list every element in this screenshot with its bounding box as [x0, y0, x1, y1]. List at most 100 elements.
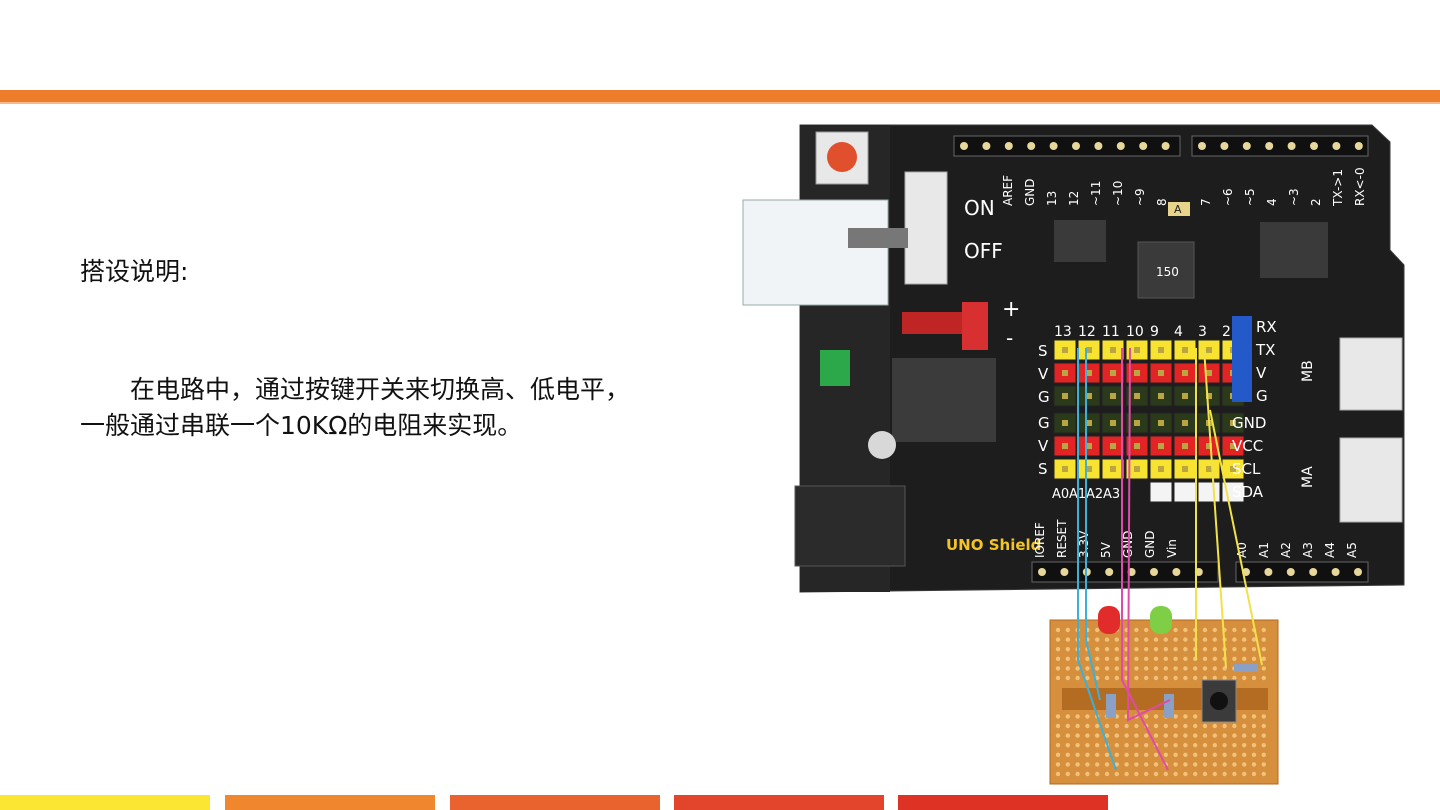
uart-label: G	[1256, 387, 1268, 405]
sensor-pin	[1158, 393, 1164, 399]
perf-hole	[1242, 743, 1247, 748]
perf-hole	[1242, 733, 1247, 738]
header-pin	[960, 142, 968, 150]
perf-hole	[1144, 743, 1149, 748]
bottom-pin-label: 3.3V	[1077, 530, 1091, 558]
perf-hole	[1261, 714, 1266, 719]
perf-hole	[1134, 752, 1139, 757]
analog-header	[1235, 561, 1369, 583]
perf-hole	[1212, 656, 1217, 661]
top-pin-label: 4	[1265, 198, 1279, 206]
perf-hole	[1183, 733, 1188, 738]
perf-hole	[1104, 656, 1110, 661]
perf-hole	[1065, 733, 1070, 738]
perf-hole	[1055, 714, 1061, 719]
footer-segment-3	[450, 795, 660, 810]
perf-hole	[1104, 675, 1110, 681]
perf-hole	[1261, 723, 1266, 729]
perf-hole	[1261, 771, 1266, 777]
perf-hole	[1251, 771, 1257, 777]
perf-hole	[1075, 762, 1080, 767]
perf-hole	[1212, 723, 1217, 729]
header-pin	[1198, 142, 1206, 150]
footer-segment-5	[898, 795, 1108, 810]
perf-hole	[1222, 743, 1227, 748]
resistor-2	[1164, 694, 1174, 718]
perf-hole	[1202, 656, 1208, 661]
power-switch-lever	[848, 228, 908, 248]
perf-hole	[1085, 656, 1090, 661]
i2c-label: GND	[1232, 414, 1266, 432]
perf-hole	[1242, 647, 1247, 652]
sensor-pin	[1086, 466, 1092, 472]
perf-hole	[1232, 627, 1237, 633]
perf-hole	[1095, 743, 1100, 748]
perf-hole	[1075, 771, 1080, 777]
perf-hole	[1114, 762, 1119, 767]
top-pin-label: ~11	[1089, 181, 1103, 206]
perf-hole	[1075, 743, 1080, 748]
sensor-pin	[1182, 393, 1188, 399]
perf-hole	[1222, 675, 1227, 681]
sensor-pin	[1110, 370, 1116, 376]
digital-header-label: 9	[1150, 324, 1159, 340]
perf-hole	[1242, 752, 1247, 757]
perf-hole	[1202, 637, 1208, 642]
perf-hole	[1242, 714, 1247, 719]
perf-hole	[1085, 752, 1090, 757]
regulator-block	[892, 358, 996, 442]
perf-hole	[1173, 656, 1178, 661]
perf-hole	[1065, 647, 1070, 652]
perf-hole	[1085, 675, 1090, 681]
wire-yellow-3	[1209, 409, 1263, 666]
uart-label: TX	[1255, 341, 1275, 359]
perf-hole	[1222, 733, 1227, 738]
perf-hole	[1065, 723, 1070, 729]
perf-hole	[1085, 714, 1090, 719]
perf-hole	[1183, 723, 1188, 729]
header-pin	[1310, 142, 1318, 150]
perf-hole	[1242, 771, 1247, 777]
header-pin	[1049, 142, 1058, 150]
perf-hole	[1095, 762, 1100, 767]
sensor-pin	[1206, 370, 1212, 376]
perf-hole	[1055, 743, 1061, 748]
digital-header-label: 4	[1174, 324, 1183, 340]
top-pin-label: GND	[1023, 178, 1037, 206]
header-pin	[1161, 142, 1170, 150]
perf-hole	[1114, 723, 1119, 729]
perf-hole	[1114, 752, 1119, 757]
header-pin	[982, 142, 991, 150]
perf-hole	[1173, 714, 1178, 719]
ma-label: MA	[1300, 466, 1316, 488]
perf-hole	[1261, 666, 1266, 671]
perf-hole	[1261, 656, 1266, 661]
sensor-pin	[1158, 466, 1164, 472]
perf-hole	[1173, 743, 1178, 748]
header-pin	[1094, 142, 1103, 150]
i2c-label: SDA	[1232, 483, 1264, 501]
perf-hole	[1232, 637, 1237, 642]
perf-hole	[1153, 675, 1159, 681]
perf-hole	[1232, 762, 1237, 767]
perf-hole	[1055, 627, 1061, 633]
perf-hole	[1242, 723, 1247, 729]
perf-hole	[1153, 656, 1159, 661]
perf-hole	[1193, 762, 1198, 767]
top-pin-label: 13	[1045, 191, 1059, 206]
capacitor	[868, 431, 896, 459]
perf-hole	[1085, 733, 1090, 738]
header-pin	[1331, 568, 1340, 576]
sensor-pin	[1134, 443, 1140, 449]
perf-hole	[1163, 752, 1168, 757]
power-header	[1031, 561, 1219, 583]
section-heading: 搭设说明:	[80, 257, 189, 286]
perf-hole	[1173, 723, 1178, 729]
perf-hole	[1134, 771, 1139, 777]
perf-hole	[1232, 743, 1237, 748]
perf-hole	[1193, 666, 1198, 671]
perf-hole	[1261, 752, 1266, 757]
sensor-pin	[1110, 347, 1116, 353]
